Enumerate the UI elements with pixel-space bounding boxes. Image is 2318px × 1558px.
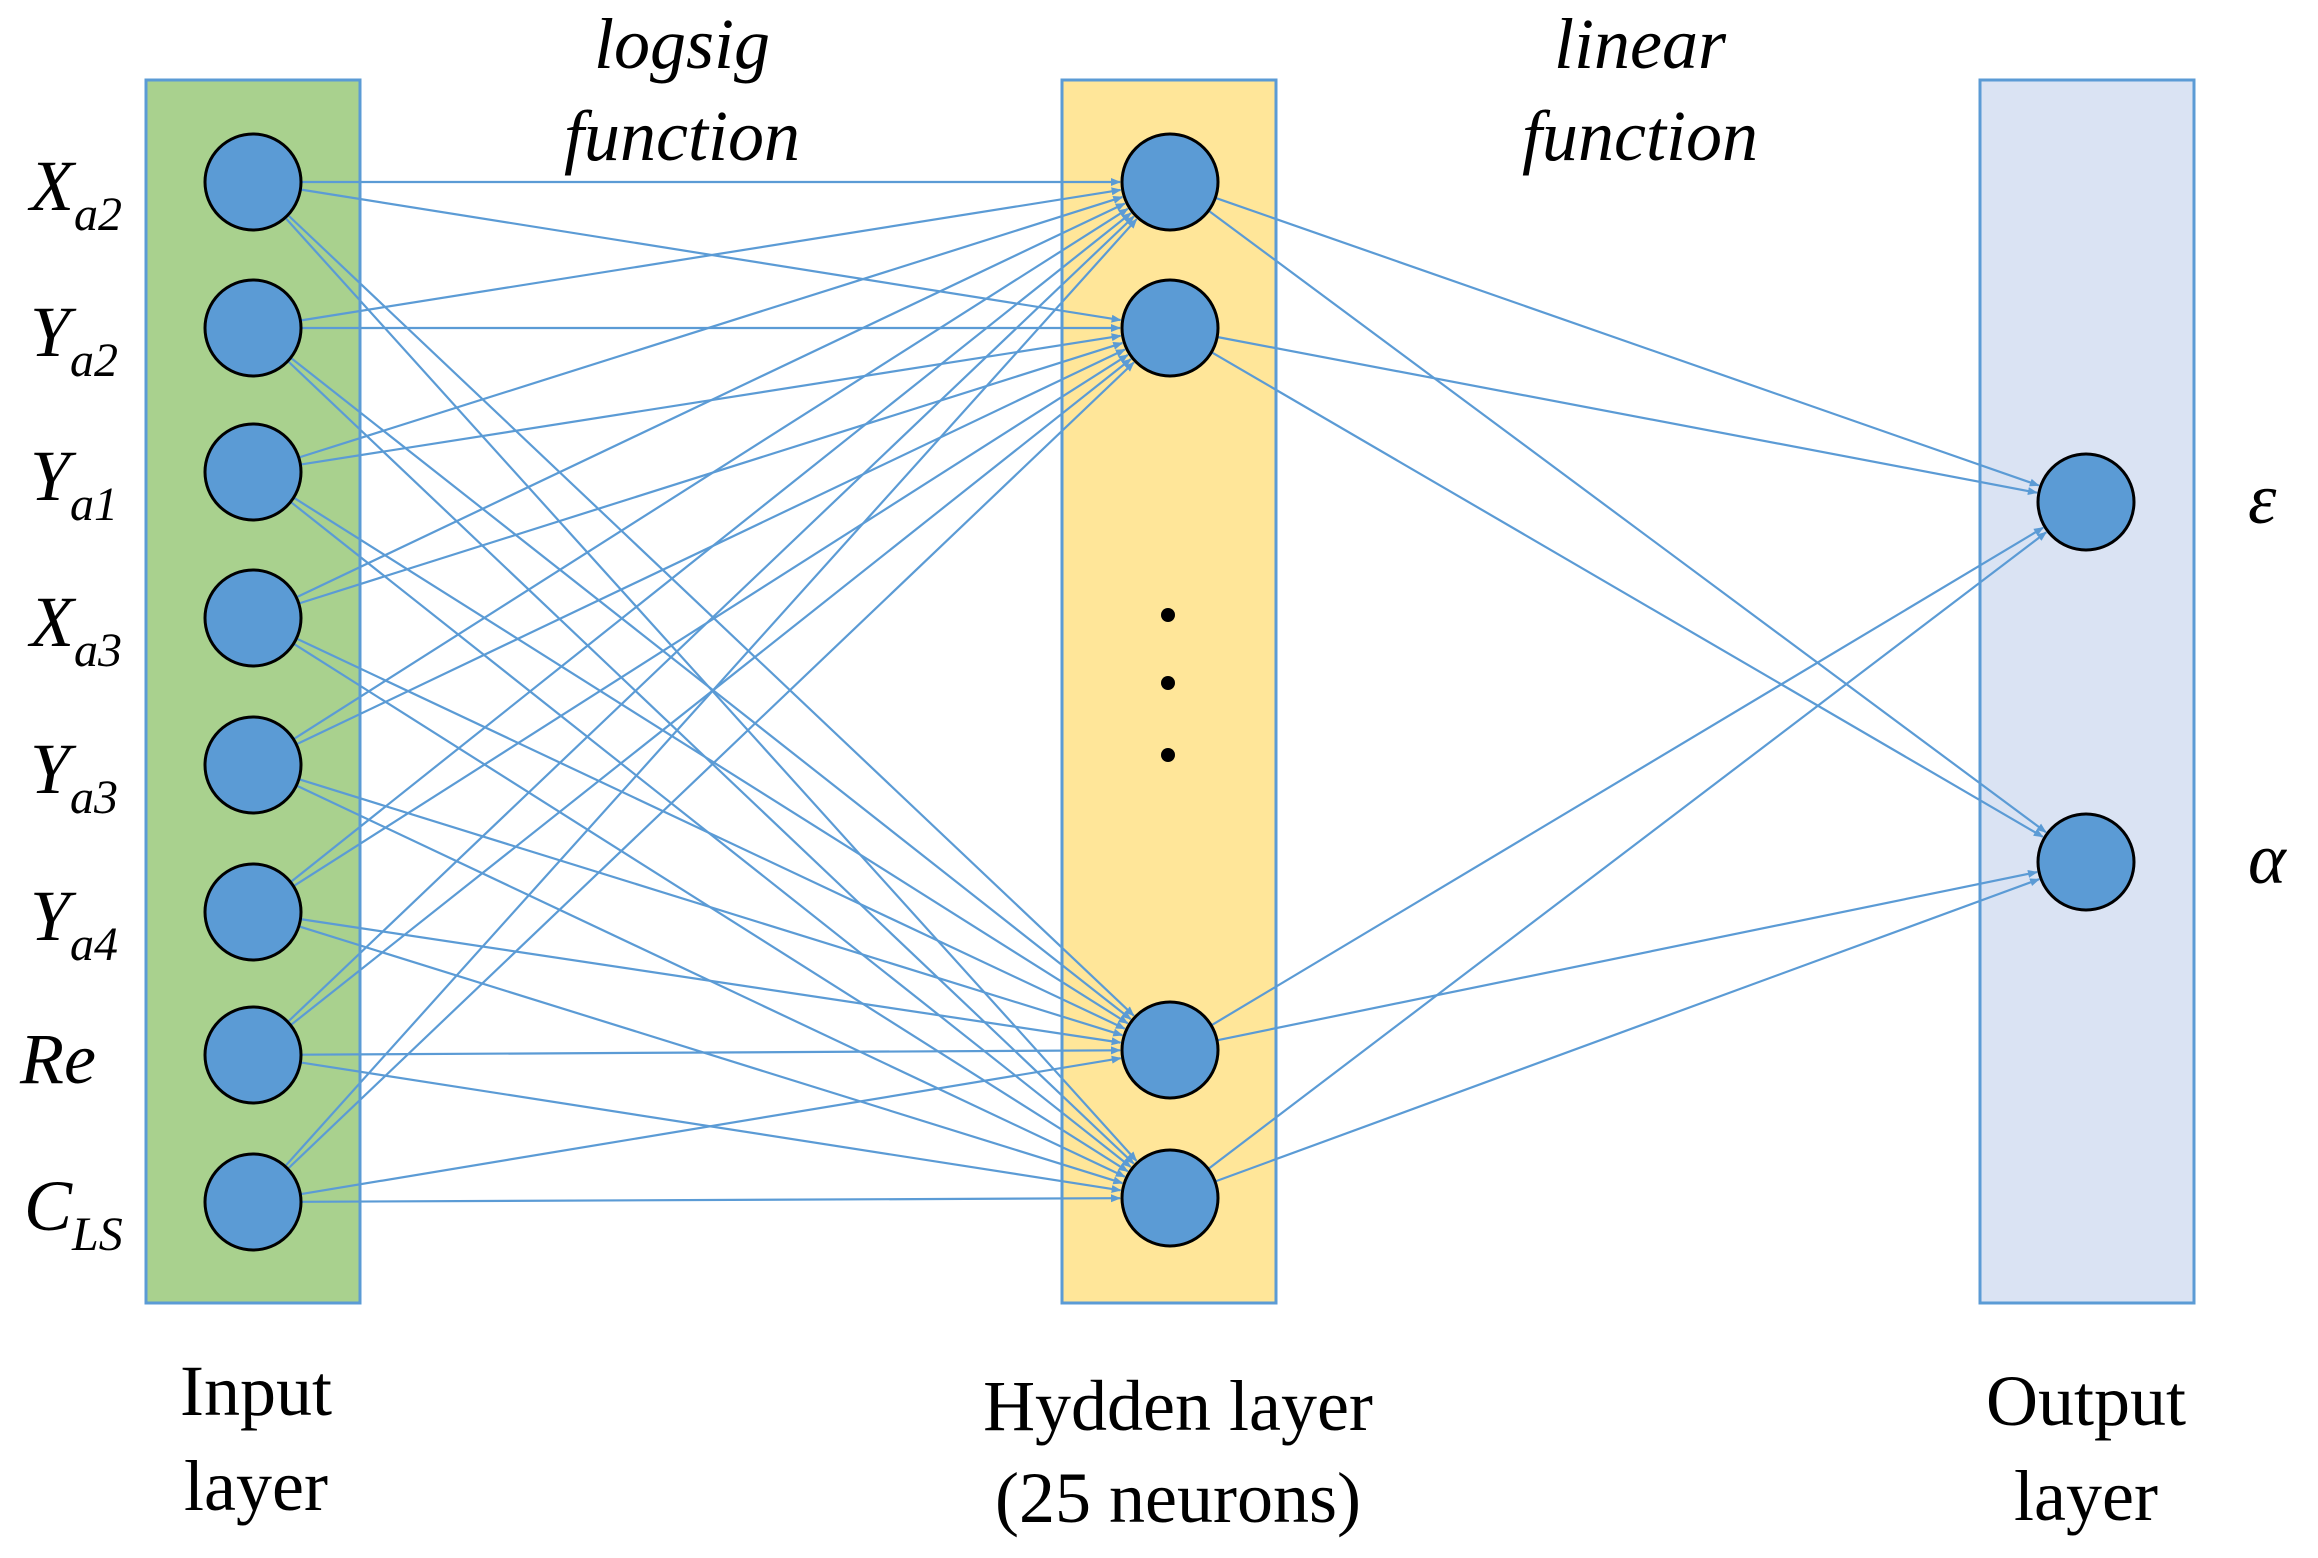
connection-input-1-hidden-3 <box>287 214 1135 1017</box>
output-layer-box <box>1978 78 2196 1305</box>
input-neuron-6 <box>203 862 303 962</box>
hidden-layer-caption-line1: Hydden layer <box>983 1366 1373 1446</box>
connection-input-7-hidden-1 <box>287 215 1135 1023</box>
output-neuron-2 <box>2036 812 2136 912</box>
connection-input-5-hidden-3 <box>298 778 1124 1037</box>
transfer-function-linear-line2: function <box>1522 96 1758 176</box>
connection-input-2-hidden-3 <box>290 356 1132 1020</box>
connection-hidden-4-output-1 <box>1207 531 2047 1170</box>
connection-input-8-hidden-2 <box>286 361 1135 1170</box>
input-neuron-2 <box>203 278 303 378</box>
output-label-alpha: α <box>2248 819 2287 899</box>
connection-input-2-hidden-1 <box>300 187 1122 322</box>
input-label-6: Ya4 <box>30 876 118 971</box>
input-nodes <box>203 132 303 1252</box>
input-neuron-4 <box>203 568 303 668</box>
connection-input-8-hidden-3 <box>300 1055 1122 1196</box>
connection-hidden-2-output-1 <box>1216 335 2038 495</box>
input-neuron-7 <box>203 1005 303 1105</box>
hidden-nodes <box>1120 132 1220 1248</box>
input-neuron-8 <box>203 1152 303 1252</box>
input-label-2: Ya2 <box>30 292 118 387</box>
connection-input-7-hidden-3 <box>300 1046 1121 1056</box>
connection-hidden-1-output-1 <box>1214 196 2040 487</box>
input-neuron-3 <box>203 422 303 522</box>
hidden-neuron-3 <box>1120 1000 1220 1100</box>
transfer-function-linear-line1: linear <box>1554 4 1727 84</box>
ellipsis-dot <box>1161 676 1175 690</box>
connection-input-5-hidden-1 <box>292 207 1129 741</box>
input-layer-caption-line1: Input <box>180 1351 332 1431</box>
connection-hidden-1-output-2 <box>1207 209 2047 834</box>
connection-input-8-hidden-4 <box>300 1194 1121 1203</box>
connection-hidden-3-output-2 <box>1216 869 2038 1042</box>
output-label-epsilon: ε <box>2248 459 2277 539</box>
hidden-neuron-2 <box>1120 278 1220 378</box>
hidden-ellipsis <box>1161 608 1175 762</box>
output-layer-caption-line2: layer <box>2014 1456 2158 1536</box>
connection-input-2-hidden-4 <box>287 360 1135 1165</box>
hidden-neuron-1 <box>1120 132 1220 232</box>
input-label-3: Ya1 <box>30 436 118 531</box>
input-neuron-1 <box>203 132 303 232</box>
ellipsis-dot <box>1161 748 1175 762</box>
connection-input-3-hidden-1 <box>298 195 1124 459</box>
input-label-4: Xa3 <box>27 582 122 677</box>
connection-input-6-hidden-4 <box>298 925 1124 1185</box>
input-layer-caption-line2: layer <box>184 1446 328 1526</box>
connection-input-6-hidden-1 <box>289 212 1132 883</box>
hidden-layer-box <box>1060 78 1278 1305</box>
connections <box>284 178 2047 1203</box>
input-label-1: Xa2 <box>27 146 122 241</box>
output-layer-caption-line1: Output <box>1986 1361 2186 1441</box>
output-neuron-1 <box>2036 452 2136 552</box>
input-label-8: CLS <box>24 1166 123 1261</box>
hidden-layer-caption-line2: (25 neurons) <box>995 1458 1361 1538</box>
ellipsis-dot <box>1161 608 1175 622</box>
connection-input-8-hidden-1 <box>284 218 1138 1168</box>
connection-hidden-4-output-2 <box>1214 878 2041 1183</box>
transfer-function-logsig-line1: logsig <box>594 4 770 84</box>
output-nodes <box>2036 452 2136 912</box>
input-neuron-5 <box>203 715 303 815</box>
hidden-neuron-4 <box>1120 1148 1220 1248</box>
input-label-5: Ya3 <box>30 729 118 824</box>
connection-input-3-hidden-3 <box>293 496 1129 1025</box>
connection-input-6-hidden-3 <box>300 918 1122 1046</box>
connection-hidden-3-output-1 <box>1210 526 2044 1027</box>
transfer-function-logsig-line2: function <box>564 96 800 176</box>
connection-input-4-hidden-3 <box>295 637 1126 1030</box>
connection-input-4-hidden-1 <box>295 202 1126 599</box>
connection-hidden-2-output-2 <box>1210 351 2044 838</box>
input-label-7: Re <box>19 1019 96 1099</box>
